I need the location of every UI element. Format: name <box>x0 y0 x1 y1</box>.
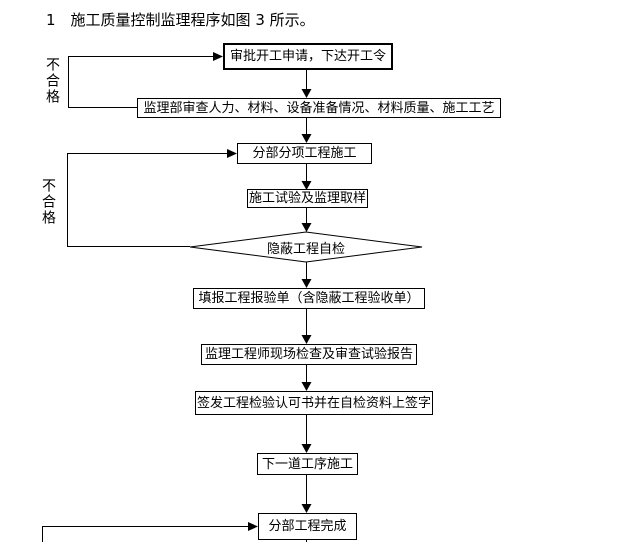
arrow-right-icon <box>227 149 237 158</box>
feedback-loops <box>42 56 248 542</box>
node-hidden-self-check: 隐蔽工程自检 <box>266 242 345 257</box>
node-approve-start: 审批开工申请，下达开工令 <box>223 43 393 70</box>
page-title: 1 施工质量控制监理程序如图 3 所示。 <box>46 11 315 29</box>
arrow-down-icon <box>301 181 312 190</box>
loop-reject-to-start <box>68 56 213 108</box>
arrow-down-icon <box>301 223 312 232</box>
node-test-sampling: 施工试验及监理取样 <box>247 189 368 208</box>
arrow-down-icon <box>301 382 312 391</box>
arrow-down-icon <box>301 504 312 513</box>
arrow-down-icon <box>301 335 312 344</box>
loop-reject-to-subitem <box>67 153 227 247</box>
node-issue-approval: 签发工程检验认可书并在自检资料上签字 <box>195 391 433 415</box>
decision-diamond-shape <box>189 231 423 263</box>
loop-bottom-to-complete <box>42 526 248 542</box>
node-site-check-report: 监理工程师现场检查及审查试验报告 <box>201 344 417 365</box>
arrow-down-icon <box>301 134 312 143</box>
arrow-right-icon <box>213 52 223 61</box>
node-subitem-construction: 分部分项工程施工 <box>237 143 372 164</box>
node-fill-inspection-form: 填报工程报验单（含隐蔽工程验收单） <box>193 288 425 309</box>
arrow-right-icon <box>248 522 258 531</box>
node-review-preparation: 监理部审查人力、材料、设备准备情况、材料质量、施工工艺 <box>137 98 501 118</box>
arrow-down-icon <box>301 444 312 453</box>
arrow-down-icon <box>301 89 312 98</box>
node-next-process: 下一道工序施工 <box>257 453 358 475</box>
arrow-down-icon <box>301 279 312 288</box>
reject-label-top: 不合格 <box>44 57 60 105</box>
arrowheads <box>213 52 312 531</box>
node-division-complete: 分部工程完成 <box>258 513 357 540</box>
reject-label-middle: 不合格 <box>40 178 56 226</box>
